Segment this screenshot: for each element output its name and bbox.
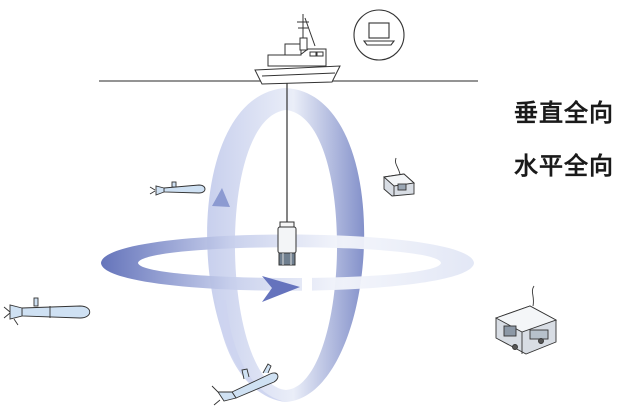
- horizontal-omnidirectional-label: 水平全向: [514, 152, 614, 180]
- vertical-omnidirectional-label: 垂直全向: [514, 99, 614, 127]
- rov-icon: [494, 285, 558, 355]
- auv-icon: [149, 181, 206, 196]
- rov-icon: [382, 157, 416, 197]
- horizontal-coverage-ring: [101, 234, 474, 302]
- transducer-icon: [277, 221, 297, 266]
- ship-icon: [254, 14, 341, 85]
- vertical-coverage-ring: [207, 88, 365, 402]
- auv-icon: [3, 297, 91, 326]
- auv-icon: [211, 363, 279, 406]
- laptop-icon: [353, 9, 405, 61]
- horizontal-arrow-icon: [262, 276, 300, 302]
- vertical-arrow-icon: [212, 188, 230, 207]
